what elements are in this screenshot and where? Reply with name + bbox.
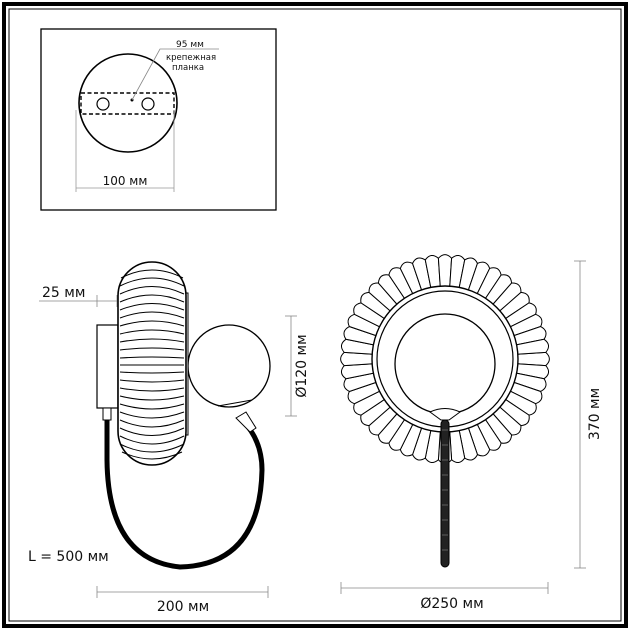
front-stem <box>440 419 450 568</box>
base-diameter-label: 100 мм <box>103 174 148 188</box>
globe-diameter-label: Ø120 мм <box>294 334 310 397</box>
screw-hole-left <box>96 97 110 111</box>
side-shade <box>117 261 187 466</box>
base-circle <box>78 53 178 153</box>
screw-hole-right <box>141 97 155 111</box>
mounting-bracket-outline <box>80 92 175 115</box>
cable-length-label: L = 500 мм <box>28 549 109 565</box>
bracket-leader-line <box>131 48 219 101</box>
mounting-plate-panel <box>40 28 277 211</box>
cable <box>104 410 265 570</box>
shade-petal <box>515 338 549 355</box>
bracket-label-line1: крепежная <box>166 53 216 63</box>
front-diameter-label: Ø250 мм <box>420 596 483 612</box>
bracket-label-line2: планка <box>172 63 204 73</box>
bracket-size-label: 95 мм <box>176 40 204 50</box>
front-view <box>340 254 586 594</box>
side-view <box>39 261 297 598</box>
inner-frame <box>8 8 622 622</box>
front-globe <box>394 313 496 415</box>
wall-offset-label: 25 мм <box>42 285 85 301</box>
depth-label: 200 мм <box>157 599 209 615</box>
height-label: 370 мм <box>587 388 603 440</box>
wall-bracket <box>96 324 119 409</box>
side-globe <box>187 324 271 408</box>
